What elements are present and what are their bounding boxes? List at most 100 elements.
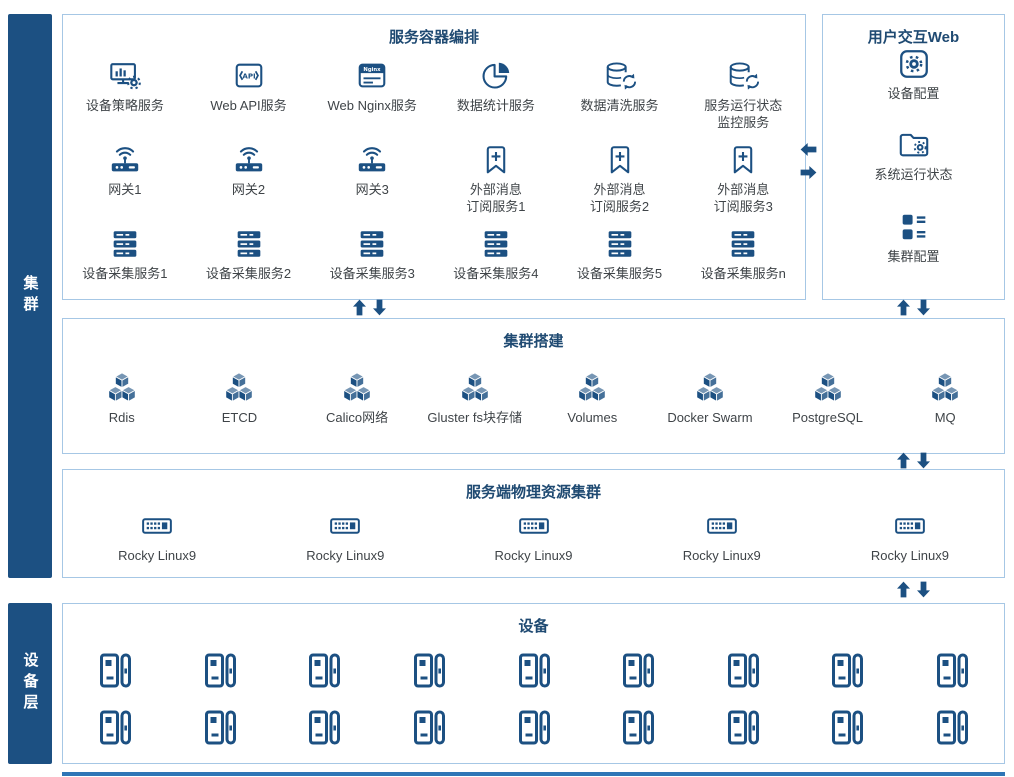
- diagram-node: 设备采集服务1: [63, 227, 187, 283]
- diagram-node: 服务运行状态 监控服务: [681, 59, 805, 132]
- server-stack-icon: [108, 227, 142, 261]
- diagram-node: Docker Swarm: [651, 371, 769, 427]
- node-label: 设备策略服务: [85, 97, 164, 113]
- cubes-icon: [693, 371, 727, 405]
- node-label: Rocky Linux9: [306, 547, 385, 563]
- node-label: 设备采集服务n: [700, 266, 786, 282]
- access-device-icon: [514, 650, 554, 692]
- gateway-icon: [232, 143, 266, 177]
- diagram-node: Rocky Linux9: [816, 509, 1004, 565]
- diagram-node: Calico网络: [298, 371, 416, 427]
- node-label: 外部消息 订阅服务3: [713, 182, 773, 214]
- access-device-icon: [514, 707, 554, 749]
- access-device-icon: [409, 650, 449, 692]
- cubes-icon: [340, 371, 374, 405]
- monitor-stats-icon: [108, 59, 142, 93]
- sidebar-device-layer-label: 设备层: [21, 652, 39, 715]
- diagram-node: 设备采集服务n: [681, 227, 805, 283]
- diagram-node: 数据统计服务: [434, 59, 558, 132]
- access-device-icon: [932, 707, 972, 749]
- arrow-down-icon: [917, 299, 930, 316]
- node-label: Rocky Linux9: [682, 547, 761, 563]
- access-device-icon: [932, 650, 972, 692]
- diagram-node: 设备配置: [823, 47, 1004, 128]
- diagram-node: [63, 707, 168, 749]
- server-stack-icon: [603, 227, 637, 261]
- cubes-icon: [928, 371, 962, 405]
- diagram-node: [795, 707, 900, 749]
- arrow-down-icon: [917, 581, 930, 598]
- web-cluster-connector: [897, 299, 930, 316]
- box-devices: 设备: [62, 603, 1005, 764]
- diagram-node: [63, 650, 168, 692]
- arrow-up-icon: [353, 299, 366, 316]
- diagram-node: 集群配置: [823, 210, 1004, 291]
- cubes-icon: [222, 371, 256, 405]
- orchestration-title: 服务容器编排: [388, 29, 479, 46]
- diagram-node: Rdis: [63, 371, 181, 427]
- pie-chart-icon: [479, 59, 513, 93]
- diagram-node: 系统运行状态: [823, 128, 1004, 209]
- access-device-icon: [200, 650, 240, 692]
- arrow-right-icon: [800, 166, 817, 179]
- device-rows: [63, 636, 1004, 763]
- diagram-node: 设备采集服务3: [310, 227, 434, 283]
- node-label: Docker Swarm: [667, 410, 753, 426]
- keyboard-node-icon: [705, 509, 739, 543]
- diagram-node: 设备采集服务2: [187, 227, 311, 283]
- list-config-icon: [897, 210, 931, 244]
- keyboard-node-icon: [893, 509, 927, 543]
- access-device-icon: [723, 650, 763, 692]
- diagram-node: Gluster fs块存储: [416, 371, 534, 427]
- node-label: 服务运行状态 监控服务: [704, 97, 783, 130]
- access-device-icon: [304, 650, 344, 692]
- physical-devices-connector: [897, 581, 930, 598]
- cluster-physical-connector: [897, 452, 930, 469]
- node-label: Rocky Linux9: [870, 547, 949, 563]
- diagram-node: [377, 707, 482, 749]
- diagram-node: 设备采集服务5: [558, 227, 682, 283]
- node-label: Rdis: [108, 410, 135, 426]
- diagram-node: 网关1: [63, 143, 187, 216]
- user-web-title: 用户交互Web: [867, 29, 960, 46]
- access-device-icon: [95, 650, 135, 692]
- node-label: 数据统计服务: [456, 97, 535, 113]
- diagram-node: Rocky Linux9: [628, 509, 816, 565]
- diagram-node: [586, 650, 691, 692]
- cubes-icon: [811, 371, 845, 405]
- node-label: 设备采集服务4: [453, 266, 539, 282]
- sidebar-cluster: 集群: [8, 14, 52, 578]
- node-label: Web API服务: [210, 97, 287, 113]
- diagram-node: 外部消息 订阅服务3: [681, 143, 805, 216]
- cubes-icon: [105, 371, 139, 405]
- diagram-node: [586, 707, 691, 749]
- bottom-accent-line: [62, 772, 1005, 776]
- keyboard-node-icon: [517, 509, 551, 543]
- diagram-node: 网关3: [310, 143, 434, 216]
- db-refresh-icon: [726, 59, 760, 93]
- box-physical-cluster: 服务端物理资源集群 Rocky Linux9 Rocky Linux9 Rocky …: [62, 469, 1005, 578]
- diagram-node: [690, 707, 795, 749]
- node-label: Web Nginx服务: [327, 97, 417, 113]
- node-label: Rocky Linux9: [118, 547, 197, 563]
- diagram-node: 设备策略服务: [63, 59, 187, 132]
- diagram-node: Rocky Linux9: [63, 509, 251, 565]
- diagram-node: [795, 650, 900, 692]
- gateway-icon: [355, 143, 389, 177]
- diagram-node: [272, 707, 377, 749]
- bookmark-plus-icon: [479, 143, 513, 177]
- node-label: 网关1: [108, 182, 142, 198]
- physical-cluster-title: 服务端物理资源集群: [465, 484, 601, 501]
- server-stack-icon: [726, 227, 760, 261]
- diagram-node: 外部消息 订阅服务1: [434, 143, 558, 216]
- arrow-up-icon: [897, 581, 910, 598]
- diagram-node: [272, 650, 377, 692]
- diagram-node: Volumes: [534, 371, 652, 427]
- access-device-icon: [827, 650, 867, 692]
